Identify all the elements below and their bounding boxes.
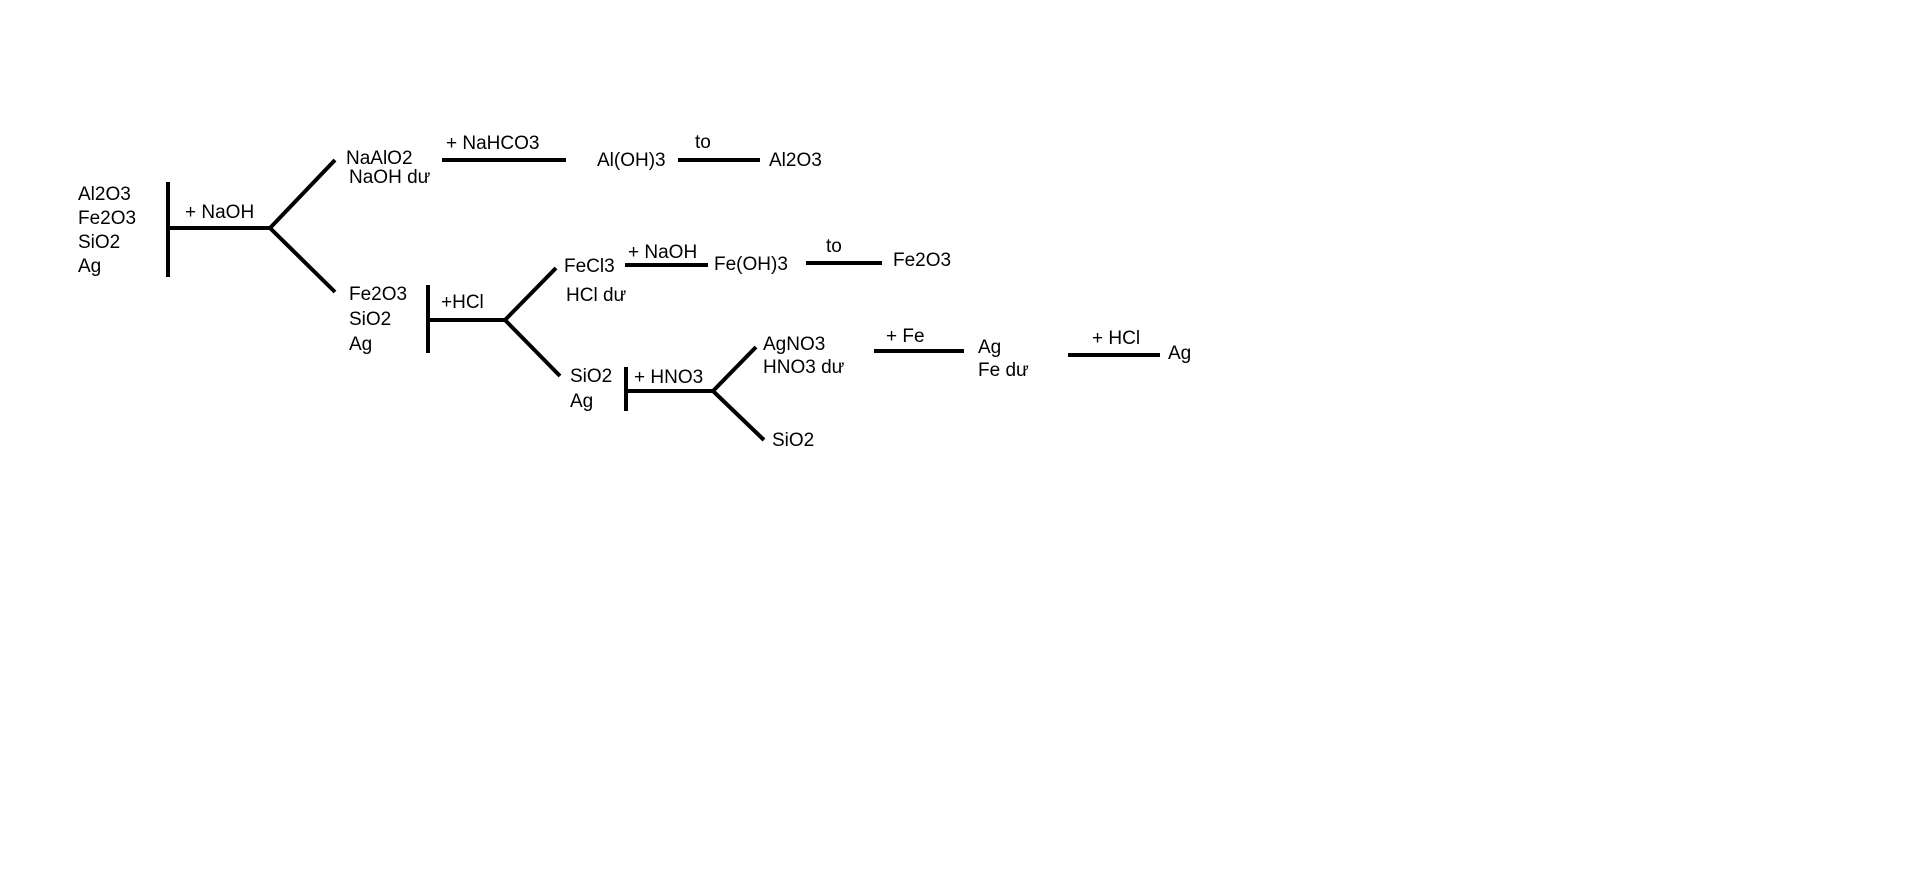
start-mixture-item: SiO2	[78, 232, 120, 253]
step1-filtrate-item: NaOH dư	[349, 167, 431, 188]
step1-split-down-line	[268, 226, 337, 294]
al-reagent2-label: to	[695, 132, 711, 153]
start-mixture-item: Al2O3	[78, 184, 131, 205]
step2-residue-item: SiO2	[570, 366, 612, 387]
fe-reagent1-label: + NaOH	[628, 242, 697, 263]
step3-reagent-label: + HNO3	[634, 367, 703, 388]
step3-filtrate-item: HNO3 dư	[763, 357, 845, 378]
step1-filtrate-item: NaAlO2	[346, 148, 413, 169]
ag-product1-item: Fe dư	[978, 360, 1029, 381]
step3-filtrate-item: AgNO3	[763, 334, 825, 355]
fe-reagent2-label: to	[826, 236, 842, 257]
step1-residue-item: Ag	[349, 334, 372, 355]
step3-residue-label: SiO2	[772, 430, 814, 451]
step1-residue-item: SiO2	[349, 309, 391, 330]
start-mixture-group: Al2O3 Fe2O3 SiO2 Ag	[78, 184, 136, 277]
step2-residue-item: Ag	[570, 391, 593, 412]
ag-reagent1-label: + Fe	[886, 326, 925, 347]
step3-split-down-line	[711, 389, 766, 442]
step2-reagent-label: +HCl	[441, 292, 484, 313]
fe-product2-label: Fe2O3	[893, 250, 951, 271]
al-product1-label: Al(OH)3	[597, 150, 666, 171]
step1-residue-item: Fe2O3	[349, 284, 407, 305]
ag-product1-item: Ag	[978, 337, 1001, 358]
step2-split-down-line	[503, 318, 562, 378]
step2-filtrate-item: HCl dư	[566, 285, 627, 306]
step2-filtrate-item: FeCl3	[564, 256, 615, 277]
ag-reagent2-label: + HCl	[1092, 328, 1140, 349]
ag-product2-label: Ag	[1168, 343, 1191, 364]
al-reagent1-label: + NaHCO3	[446, 133, 539, 154]
step2-split-up-line	[503, 266, 558, 322]
start-mixture-item: Fe2O3	[78, 208, 136, 229]
step3-split-up-line	[711, 345, 758, 393]
step1-reagent-label: + NaOH	[185, 202, 254, 223]
start-mixture-item: Ag	[78, 256, 101, 277]
fe-product1-label: Fe(OH)3	[714, 254, 788, 275]
step1-split-up-line	[268, 158, 337, 230]
al-product2-label: Al2O3	[769, 150, 822, 171]
